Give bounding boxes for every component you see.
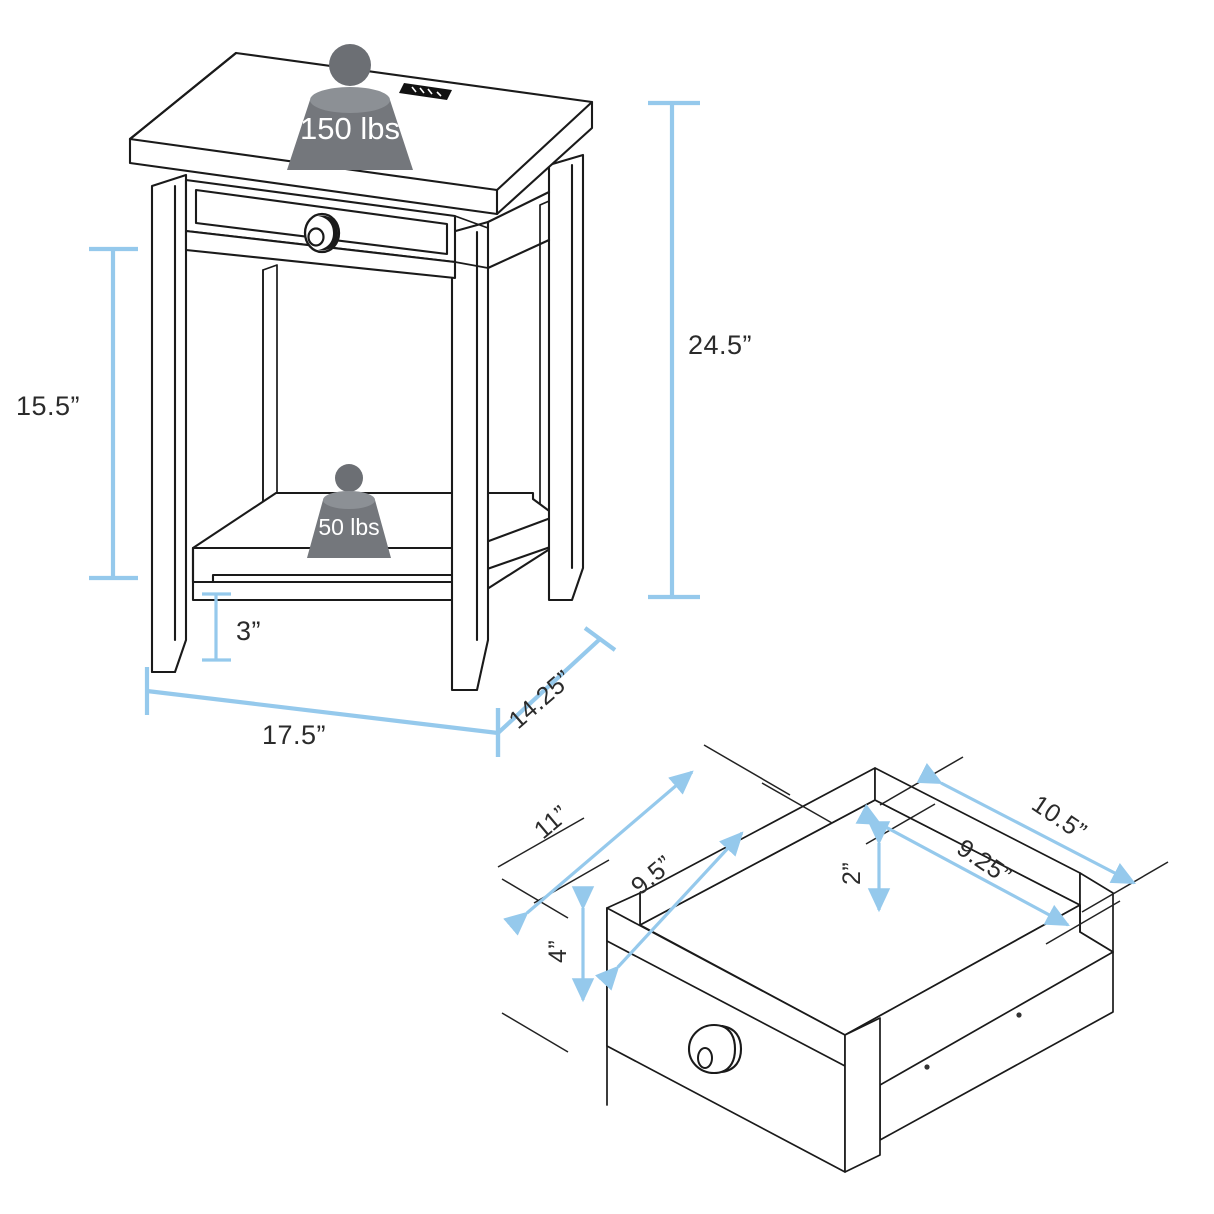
dim-total-height-label: 24.5” <box>688 330 752 360</box>
dim-width-label: 17.5” <box>262 720 326 750</box>
dim-shelf-clearance-label: 3” <box>236 616 261 646</box>
table-dimension-annotations: 15.5” 24.5” 3” 17.5” <box>16 100 752 757</box>
dim-total-height: 24.5” <box>648 100 752 600</box>
dim-drawer-front-height: 4” <box>544 886 595 1003</box>
drawer-knob <box>687 1023 743 1075</box>
table-drawer-knob <box>303 212 341 254</box>
dim-drawer-inner-height: 2” <box>838 821 891 913</box>
end-table-illustration: 150 lbs 50 lbs <box>128 44 594 692</box>
drawer-illustration <box>606 767 1114 1173</box>
table-top-edge-detail <box>399 83 452 100</box>
dim-shelf-height-label: 15.5” <box>16 391 80 421</box>
dim-shelf-clearance: 3” <box>202 592 261 662</box>
dim-depth-label: 14.25” <box>504 665 578 735</box>
table-leg-front-right <box>450 220 490 692</box>
dim-depth: 14.25” <box>495 626 617 757</box>
weight-50lbs: 50 lbs <box>307 464 391 558</box>
weight-150-label: 150 lbs <box>300 111 400 146</box>
dim-drawer-outer-depth-label: 10.5” <box>1027 790 1092 846</box>
dim-width: 17.5” <box>144 667 501 757</box>
dim-shelf-height: 15.5” <box>16 246 138 581</box>
dim-drawer-outer-width-label: 11” <box>529 800 574 844</box>
table-leg-rear-right <box>547 153 585 602</box>
weight-150lbs: 150 lbs <box>287 44 413 170</box>
table-leg-front-left <box>150 173 188 674</box>
weight-50-label: 50 lbs <box>318 514 379 540</box>
dim-drawer-inner-height-label: 2” <box>838 862 866 885</box>
dim-drawer-front-height-label: 4” <box>544 940 572 963</box>
table-side-apron <box>486 190 551 270</box>
shelf-front-rail <box>191 580 472 602</box>
